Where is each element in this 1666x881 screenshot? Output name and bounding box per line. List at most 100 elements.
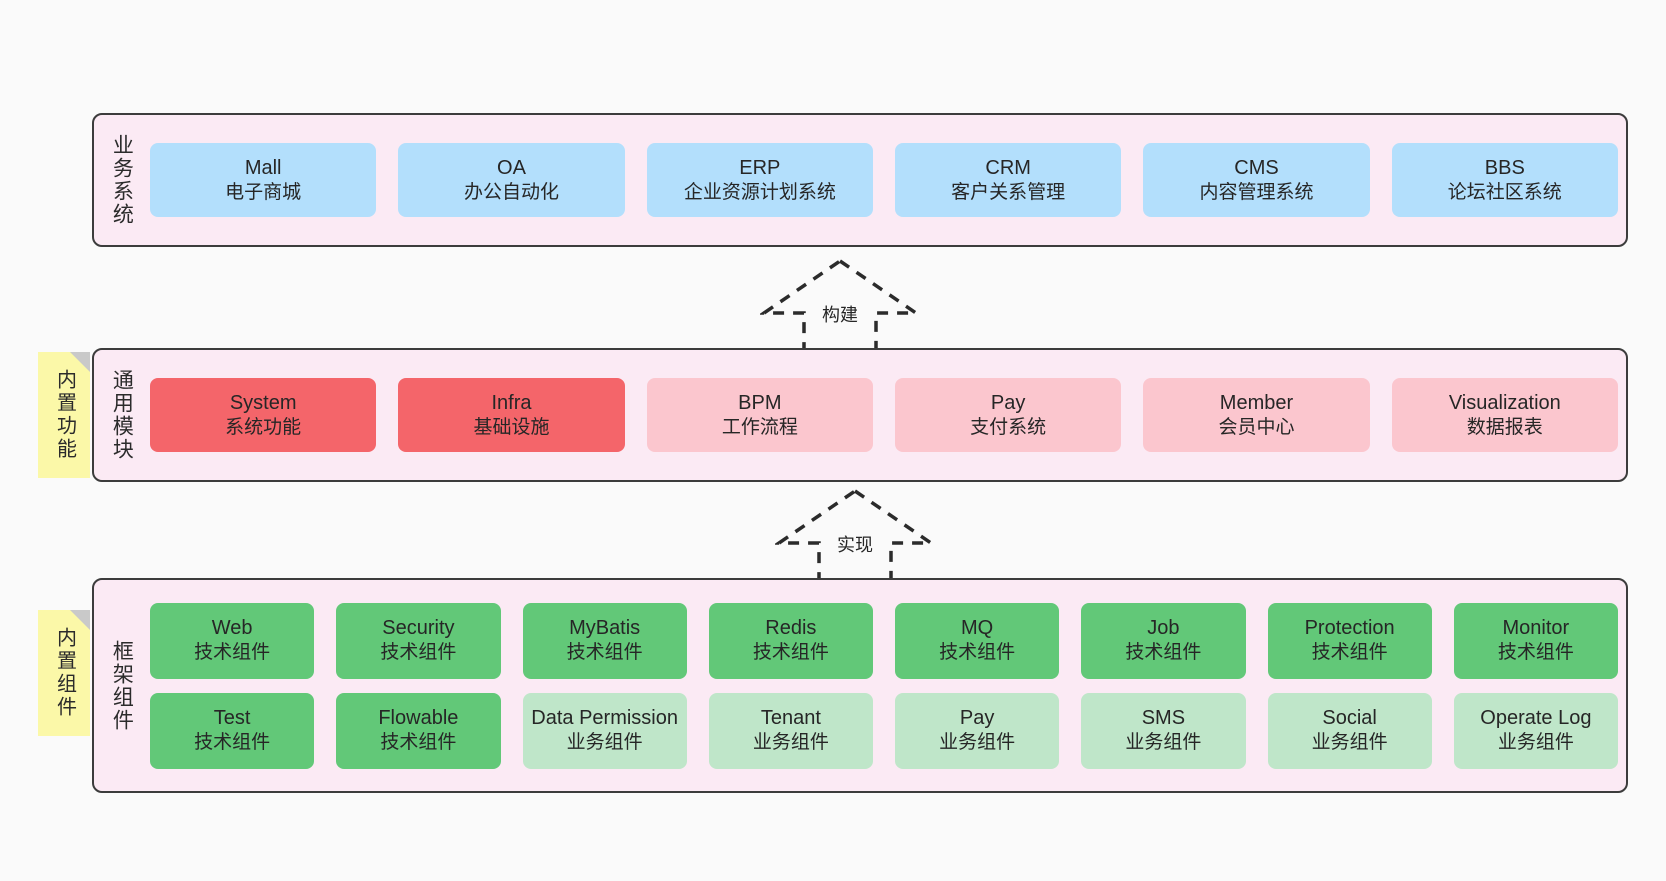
tag-builtin-function: 内置功能 [38,352,90,478]
box-mall-title: Mall [244,156,282,179]
box-system-subtitle: 系统功能 [225,416,302,438]
box-mall-subtitle: 电子商城 [225,181,302,203]
box-data-permission[interactable]: Data Permission 业务组件 [522,692,687,769]
box-infra-title: Infra [491,391,532,414]
box-job-title: Job [1147,617,1180,640]
box-monitor-subtitle: 技术组件 [1497,642,1574,664]
box-pay-title: Pay [990,391,1026,414]
box-pay-component-title: Pay [959,707,995,730]
box-job[interactable]: Job 技术组件 [1081,602,1246,679]
box-oa-title: OA [497,156,526,179]
box-pay-component-subtitle: 业务组件 [939,732,1016,754]
row-business-components: Test 技术组件 Flowable 技术组件 Data Permission … [150,692,1618,769]
layer-general-modules: 通用模块 System 系统功能 Infra 基础设施 BPM 工作流程 Pay [92,348,1628,482]
box-member[interactable]: Member 会员中心 [1143,378,1370,452]
box-data-permission-title: Data Permission [531,707,678,730]
box-data-permission-subtitle: 业务组件 [566,732,643,754]
box-bpm[interactable]: BPM 工作流程 [646,378,873,452]
box-social-title: Social [1322,707,1377,730]
layer-business-system-label: 业务系统 [110,134,134,226]
box-visualization-subtitle: 数据报表 [1466,416,1543,438]
box-social-subtitle: 业务组件 [1311,732,1388,754]
box-test-subtitle: 技术组件 [194,732,271,754]
box-redis[interactable]: Redis 技术组件 [708,602,873,679]
layer-framework-components: 框架组件 Web 技术组件 Security 技术组件 MyBatis 技术组件… [92,578,1628,793]
box-redis-subtitle: 技术组件 [752,642,829,664]
box-test-title: Test [213,707,251,730]
box-pay[interactable]: Pay 支付系统 [894,378,1122,452]
box-monitor-title: Monitor [1502,617,1570,640]
box-erp-title: ERP [739,156,781,179]
box-mybatis-subtitle: 技术组件 [566,642,643,664]
box-flowable-subtitle: 技术组件 [380,732,457,754]
box-operate-log-subtitle: 业务组件 [1497,732,1574,754]
box-cms-title: CMS [1234,156,1279,179]
box-mq[interactable]: MQ 技术组件 [895,602,1060,679]
layer-business-system-body: Mall 电子商城 OA 办公自动化 ERP 企业资源计划系统 CRM 客户关系… [140,121,1618,239]
layer-framework-components-label: 框架组件 [110,639,134,732]
box-erp[interactable]: ERP 企业资源计划系统 [646,143,873,217]
box-mybatis-title: MyBatis [569,617,641,640]
box-flowable-title: Flowable [378,707,459,730]
box-mybatis[interactable]: MyBatis 技术组件 [522,602,687,679]
box-protection-title: Protection [1304,617,1395,640]
layer-framework-components-body: Web 技术组件 Security 技术组件 MyBatis 技术组件 Redi… [140,586,1618,785]
box-web-title: Web [211,617,253,640]
box-member-subtitle: 会员中心 [1218,416,1295,438]
row-general-modules: System 系统功能 Infra 基础设施 BPM 工作流程 Pay 支付系统… [150,378,1618,452]
box-visualization[interactable]: Visualization 数据报表 [1391,378,1618,452]
box-operate-log[interactable]: Operate Log 业务组件 [1453,692,1618,769]
box-infra[interactable]: Infra 基础设施 [398,378,625,452]
layer-general-modules-body: System 系统功能 Infra 基础设施 BPM 工作流程 Pay 支付系统… [140,356,1618,474]
box-social[interactable]: Social 业务组件 [1267,692,1432,769]
box-bbs-subtitle: 论坛社区系统 [1447,181,1562,203]
box-protection[interactable]: Protection 技术组件 [1267,602,1432,679]
box-crm-subtitle: 客户关系管理 [951,181,1066,203]
box-tenant-subtitle: 业务组件 [752,732,829,754]
row-business-systems: Mall 电子商城 OA 办公自动化 ERP 企业资源计划系统 CRM 客户关系… [150,143,1618,217]
box-visualization-title: Visualization [1448,391,1561,414]
box-tenant[interactable]: Tenant 业务组件 [708,692,873,769]
box-member-title: Member [1219,391,1294,414]
box-tenant-title: Tenant [760,707,821,730]
tag-builtin-component: 内置组件 [38,610,90,736]
box-job-subtitle: 技术组件 [1125,642,1202,664]
box-bbs[interactable]: BBS 论坛社区系统 [1391,143,1618,217]
box-flowable[interactable]: Flowable 技术组件 [336,692,501,769]
box-bpm-title: BPM [738,391,782,414]
box-sms[interactable]: SMS 业务组件 [1081,692,1246,769]
box-pay-subtitle: 支付系统 [970,416,1047,438]
tag-builtin-component-label: 内置组件 [53,627,76,719]
box-bbs-title: BBS [1484,156,1525,179]
box-monitor[interactable]: Monitor 技术组件 [1453,602,1618,679]
box-pay-component[interactable]: Pay 业务组件 [895,692,1060,769]
box-cms[interactable]: CMS 内容管理系统 [1143,143,1370,217]
connector-build: 构建 [760,257,920,355]
box-web-subtitle: 技术组件 [194,642,271,664]
box-system-title: System [229,391,297,414]
box-mall[interactable]: Mall 电子商城 [150,143,377,217]
box-system[interactable]: System 系统功能 [150,378,377,452]
box-oa[interactable]: OA 办公自动化 [398,143,625,217]
box-redis-title: Redis [765,617,817,640]
box-oa-subtitle: 办公自动化 [463,181,559,203]
box-mq-subtitle: 技术组件 [939,642,1016,664]
box-crm-title: CRM [985,156,1031,179]
box-crm[interactable]: CRM 客户关系管理 [894,143,1122,217]
box-web[interactable]: Web 技术组件 [150,602,315,679]
row-technical-components: Web 技术组件 Security 技术组件 MyBatis 技术组件 Redi… [150,602,1618,679]
box-security[interactable]: Security 技术组件 [336,602,501,679]
box-protection-subtitle: 技术组件 [1311,642,1388,664]
box-mq-title: MQ [961,617,994,640]
box-operate-log-title: Operate Log [1480,707,1592,730]
box-test[interactable]: Test 技术组件 [150,692,315,769]
connector-build-label: 构建 [822,305,858,325]
tag-builtin-function-label: 内置功能 [53,369,76,461]
layer-business-system: 业务系统 Mall 电子商城 OA 办公自动化 ERP 企业资源计划系统 CRM [92,113,1628,247]
box-erp-subtitle: 企业资源计划系统 [683,181,836,203]
connector-implement: 实现 [775,487,935,585]
box-sms-subtitle: 业务组件 [1125,732,1202,754]
layer-general-modules-label: 通用模块 [110,369,134,461]
box-sms-title: SMS [1141,707,1186,730]
